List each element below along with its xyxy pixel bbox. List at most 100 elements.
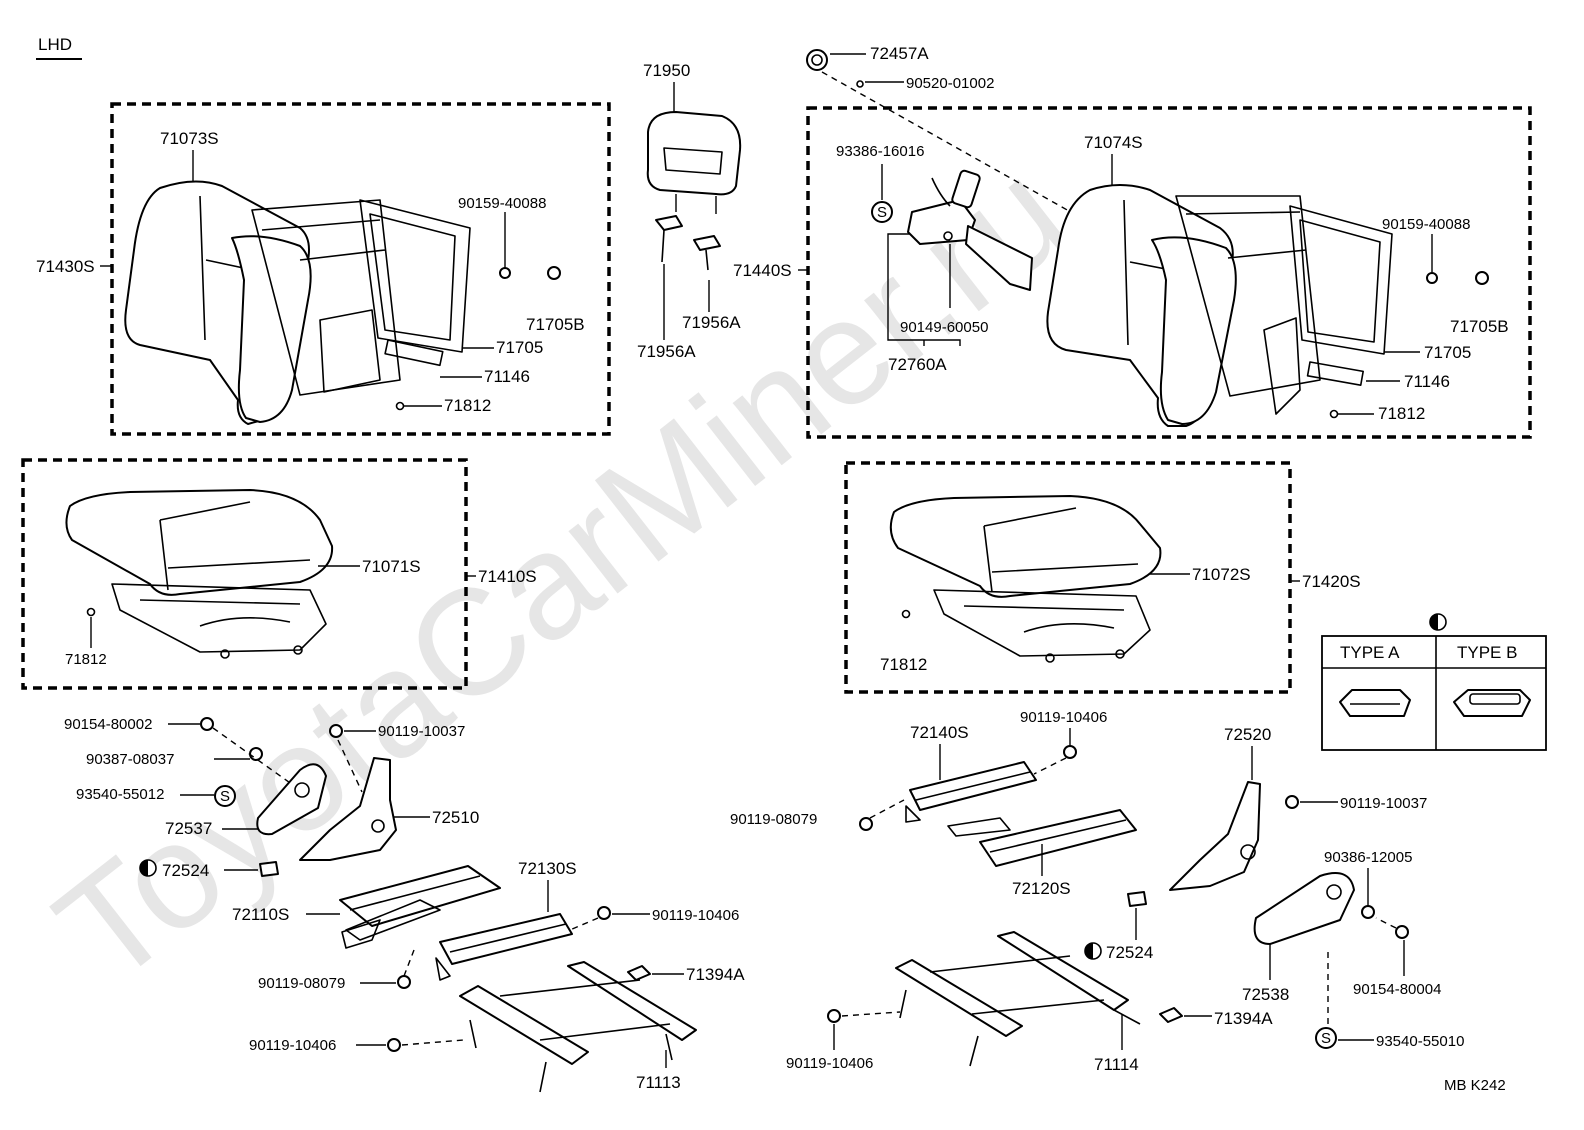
label-93540-left: 93540-55012 [76,786,164,803]
label-90386: 90386-12005 [1324,849,1412,866]
label-71956a-1: 71956A [682,313,741,332]
label-71113: 71113 [636,1073,681,1092]
hook-71812-cushion-right [901,609,911,619]
label-72524-left: 72524 [162,861,209,880]
label-90149: 90149-60050 [900,319,988,336]
leader-72760a-bracket [887,233,961,346]
label-72110s: 72110S [232,905,289,924]
hook-71812-cushion-left [86,607,96,617]
recliner-cover-72538-drawing [1253,872,1355,945]
label-90119-10406-left-a: 90119-10406 [652,907,739,924]
label-71705b-right: 71705B [1450,317,1509,336]
half-circle-mark-right-fill [1085,943,1093,959]
nut-71705b-right [1475,271,1489,285]
label-90387: 90387-08037 [86,751,174,768]
label-71072s: 71072S [1192,565,1251,584]
label-72520: 72520 [1224,725,1271,744]
diagram-code: MB K242 [1444,1077,1506,1094]
label-93386: 93386-16016 [836,143,924,160]
label-71812-cushion-left: 71812 [65,651,107,668]
type-a-knob [1339,689,1411,717]
dash-90119-08079-right [869,799,905,819]
seat-track-72140s-drawing [905,761,1037,823]
seat-frame-71113-drawing [459,961,697,1093]
label-71705b-left: 71705B [526,315,585,334]
nut-71705b-left [547,266,561,280]
label-71812-cushion-right: 71812 [880,655,927,674]
knob-72524-left [259,861,279,877]
label-72760a: 72760A [888,355,947,374]
label-90119-08079-left: 90119-08079 [258,975,345,992]
s-mark-power: S [877,204,887,221]
label-72457a: 72457A [870,44,929,63]
label-71430s: 71430S [36,257,95,276]
left-seatback-group-box [110,102,611,436]
recliner-motor-drawing [907,169,1033,291]
bolt-90119-10037-left [329,724,343,738]
cap-71394a-right [1159,1007,1183,1023]
label-72524-right: 72524 [1106,943,1153,962]
label-90119-10406-right-a: 90119-10406 [1020,709,1107,726]
label-90119-10037-left: 90119-10037 [378,723,465,740]
right-cushion-group-box [844,461,1292,694]
recliner-72520-drawing [1169,781,1261,891]
dash-90154-right [1375,917,1397,929]
label-72120s: 72120S [1012,879,1071,898]
s-mark-right-circle [1315,1027,1337,1049]
dash-90154-left [212,727,301,791]
bolt-90119-10406-right-a [1063,745,1077,759]
label-90119-08079-right: 90119-08079 [730,811,817,828]
bolt-90119-08079-right [859,817,873,831]
recliner-cover-72537-drawing [256,763,327,836]
label-71705-right: 71705 [1424,343,1471,362]
seat-frame-71114-drawing [895,931,1141,1067]
headrest-drawing [646,111,742,271]
label-90154-left: 90154-80002 [64,716,152,733]
s-mark-power-circle [871,201,893,223]
bolt-90154-right [1395,925,1409,939]
label-71812-right: 71812 [1378,404,1425,423]
label-72140s: 72140S [910,723,969,742]
s-mark-left: S [220,788,230,805]
label-90159-right: 90159-40088 [1382,216,1470,233]
lhd-label: LHD [38,35,72,54]
label-71394a-right: 71394A [1214,1009,1273,1028]
left-cushion-drawing [65,489,334,659]
s-mark-right: S [1321,1030,1331,1047]
cap-71394a-left [627,965,651,981]
hook-71812-right [1329,409,1339,419]
label-71440s: 71440S [733,261,792,280]
label-71114: 71114 [1094,1055,1139,1074]
label-72510: 72510 [432,808,479,827]
seat-track-72120s-drawing [947,809,1137,867]
dash-90119-10406-right-a [1033,757,1067,775]
right-cushion-drawing [889,495,1162,663]
knob-72524-right [1127,891,1147,907]
label-71394a-left: 71394A [686,965,745,984]
washer-90386 [1361,905,1375,919]
type-b-knob [1453,689,1531,717]
dash-90119-10406-left-b [401,1039,465,1046]
left-cushion-group-box [21,458,468,690]
type-b-label: TYPE B [1457,643,1517,662]
knob-72457a [806,49,828,71]
label-71074s: 71074S [1084,133,1143,152]
label-71146-right: 71146 [1404,372,1450,391]
label-71073s: 71073S [160,129,219,148]
dash-90119-08079-left [403,949,415,977]
type-a-label: TYPE A [1340,643,1400,662]
bolt-90119-10406-right-b [827,1009,841,1023]
label-71146-left: 71146 [484,367,530,386]
label-90119-10037-right: 90119-10037 [1340,795,1427,812]
s-mark-left-circle [214,785,236,807]
bolt-90119-10406-left-b [387,1038,401,1052]
bolt-90119-10406-left-a [597,906,611,920]
label-90159-left: 90159-40088 [458,195,546,212]
dash-90119-10406-right-b [841,1011,901,1017]
label-93540-right: 93540-55010 [1376,1033,1464,1050]
label-71420s: 71420S [1302,572,1361,591]
seat-track-72130s-drawing [435,913,573,981]
bolt-90159-right [1426,272,1438,284]
label-71812-left: 71812 [444,396,491,415]
